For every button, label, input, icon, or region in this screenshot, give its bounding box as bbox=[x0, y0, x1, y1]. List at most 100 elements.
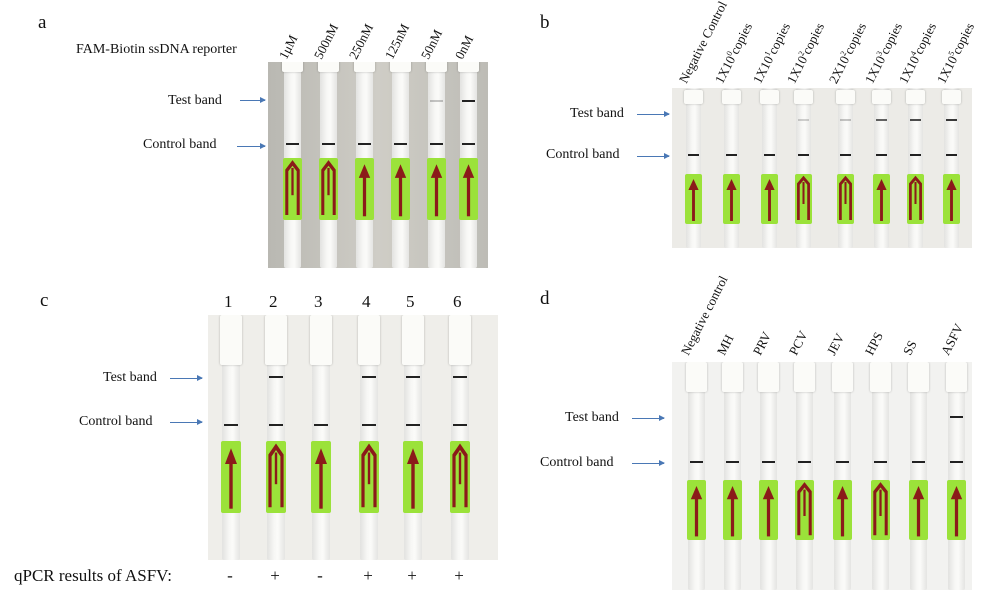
panel-d-lane-label-5: JEV bbox=[823, 330, 848, 358]
panel-d-photo bbox=[672, 362, 972, 590]
panel-d-control-band-4 bbox=[798, 461, 811, 463]
panel-b-sample-well-7 bbox=[906, 90, 925, 104]
panel-c-test-band-6 bbox=[453, 376, 467, 378]
panel-c-lane-number-1: 1 bbox=[224, 292, 233, 311]
panel-a-test-band-label: Test band bbox=[168, 93, 222, 108]
panel-c-sample-pad-5 bbox=[403, 441, 423, 513]
qpcr-results-label: qPCR results of ASFV: bbox=[14, 566, 172, 585]
panel-a-test-arrow bbox=[240, 97, 266, 103]
panel-a-sample-pad-5 bbox=[427, 158, 446, 220]
qpcr-result-6: + bbox=[454, 566, 464, 585]
panel-a-control-band-3 bbox=[358, 143, 371, 145]
panel-d-control-band-5 bbox=[836, 461, 849, 463]
panel-d-control-arrow bbox=[632, 460, 665, 466]
panel-b-test-arrow bbox=[637, 111, 670, 117]
panel-b-control-band-4 bbox=[798, 154, 809, 156]
panel-b-sample-pad-1 bbox=[685, 174, 702, 224]
panel-d-strip-4 bbox=[796, 362, 813, 590]
panel-b-strip-1 bbox=[686, 88, 701, 248]
panel-d-lane-label-8: ASFV bbox=[937, 321, 967, 358]
panel-c-test-band-2 bbox=[269, 376, 283, 378]
qpcr-result-5: + bbox=[407, 566, 417, 585]
panel-a-control-band-1 bbox=[286, 143, 299, 145]
panel-d-lane-label-4: PCV bbox=[785, 328, 811, 358]
panel-c-control-band-6 bbox=[453, 424, 467, 426]
panel-c-sample-well-4 bbox=[358, 315, 380, 365]
panel-d-sample-pad-5 bbox=[833, 480, 852, 540]
panel-d-sample-well-7 bbox=[908, 362, 929, 392]
qpcr-result-4: + bbox=[363, 566, 373, 585]
panel-c-control-band-label: Control band bbox=[79, 414, 153, 429]
panel-d-sample-pad-8 bbox=[947, 480, 966, 540]
panel-d-strip-8 bbox=[948, 362, 965, 590]
panel-a-control-band-label: Control band bbox=[143, 137, 217, 152]
panel-c-sample-well-5 bbox=[402, 315, 424, 365]
panel-c-control-band-1 bbox=[224, 424, 238, 426]
panel-d-lane-label-6: HPS bbox=[861, 329, 886, 358]
panel-b-sample-well-5 bbox=[836, 90, 855, 104]
panel-b-control-band-1 bbox=[688, 154, 699, 156]
panel-d-test-arrow bbox=[632, 415, 665, 421]
panel-b-test-band-label: Test band bbox=[570, 106, 624, 121]
panel-a-sample-pad-6 bbox=[459, 158, 478, 220]
panel-a-sample-well-1 bbox=[282, 62, 303, 72]
panel-b-sample-pad-3 bbox=[761, 174, 778, 224]
panel-a-lane-label-5: 50nM bbox=[417, 27, 446, 62]
panel-label-c: c bbox=[40, 290, 49, 311]
panel-d-strip-1 bbox=[688, 362, 705, 590]
panel-b-control-band-6 bbox=[876, 154, 887, 156]
panel-b-sample-well-2 bbox=[722, 90, 741, 104]
panel-c-test-band-label: Test band bbox=[103, 370, 157, 385]
panel-d-control-band-label: Control band bbox=[540, 455, 614, 470]
panel-a-control-band-2 bbox=[322, 143, 335, 145]
panel-c-photo bbox=[208, 315, 498, 560]
panel-c-test-arrow bbox=[170, 375, 203, 381]
panel-a-sample-well-5 bbox=[426, 62, 447, 72]
panel-label-b: b bbox=[540, 12, 550, 33]
panel-d-control-band-6 bbox=[874, 461, 887, 463]
panel-d-sample-pad-2 bbox=[723, 480, 742, 540]
panel-b-control-band-2 bbox=[726, 154, 737, 156]
panel-c-sample-well-1 bbox=[220, 315, 242, 365]
panel-b-control-band-7 bbox=[910, 154, 921, 156]
panel-label-a: a bbox=[38, 12, 47, 33]
panel-d-sample-well-4 bbox=[794, 362, 815, 392]
panel-d-strip-7 bbox=[910, 362, 927, 590]
panel-a-test-band-6 bbox=[462, 100, 475, 102]
panel-b-control-band-3 bbox=[764, 154, 775, 156]
panel-b-sample-well-1 bbox=[684, 90, 703, 104]
panel-c-control-band-2 bbox=[269, 424, 283, 426]
panel-a-sample-well-2 bbox=[318, 62, 339, 72]
panel-c-lane-number-4: 4 bbox=[362, 292, 371, 311]
panel-b-test-band-4 bbox=[798, 119, 809, 121]
panel-d-control-band-8 bbox=[950, 461, 963, 463]
panel-b-test-band-7 bbox=[910, 119, 921, 121]
panel-b-sample-pad-6 bbox=[873, 174, 890, 224]
panel-c-sample-pad-6 bbox=[450, 441, 470, 513]
panel-b-strip-3 bbox=[762, 88, 777, 248]
panel-b-sample-pad-2 bbox=[723, 174, 740, 224]
panel-b-sample-pad-8 bbox=[943, 174, 960, 224]
panel-c-control-band-3 bbox=[314, 424, 328, 426]
qpcr-result-1: - bbox=[227, 566, 233, 585]
panel-a-lane-label-3: 250nM bbox=[345, 21, 377, 62]
panel-d-control-band-2 bbox=[726, 461, 739, 463]
panel-c-sample-pad-4 bbox=[359, 441, 379, 513]
panel-d-test-band-label: Test band bbox=[565, 410, 619, 425]
panel-d-sample-pad-6 bbox=[871, 480, 890, 540]
panel-c-test-band-5 bbox=[406, 376, 420, 378]
panel-d-sample-well-3 bbox=[758, 362, 779, 392]
panel-b-control-band-8 bbox=[946, 154, 957, 156]
panel-d-strip-6 bbox=[872, 362, 889, 590]
panel-b-control-band-5 bbox=[840, 154, 851, 156]
panel-b-strip-4 bbox=[796, 88, 811, 248]
panel-c-control-band-4 bbox=[362, 424, 376, 426]
panel-d-sample-well-8 bbox=[946, 362, 967, 392]
panel-b-control-band-label: Control band bbox=[546, 147, 620, 162]
panel-d-sample-well-1 bbox=[686, 362, 707, 392]
panel-label-d: d bbox=[540, 288, 550, 309]
panel-a-lane-label-4: 125nM bbox=[381, 21, 413, 62]
panel-d-control-band-1 bbox=[690, 461, 703, 463]
panel-a-sample-pad-4 bbox=[391, 158, 410, 220]
panel-b-sample-pad-4 bbox=[795, 174, 812, 224]
